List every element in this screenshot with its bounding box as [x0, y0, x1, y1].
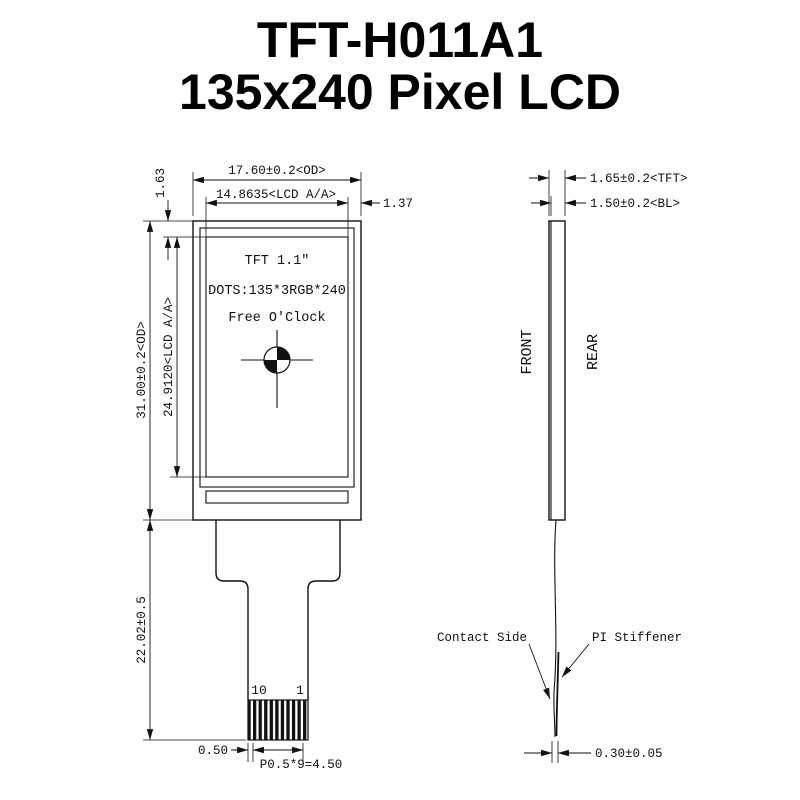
screen-dots-label: DOTS:135*3RGB*240 [208, 284, 346, 299]
dim-bl-thickness-label: 1.50±0.2<BL> [590, 197, 680, 211]
page-subtitle: 135x240 Pixel LCD [179, 64, 621, 120]
module-outline [192, 220, 362, 521]
screen-clock-label: Free O'Clock [228, 311, 325, 326]
rear-side-label: REAR [585, 334, 602, 370]
active-area [205, 236, 349, 478]
front-dimension-lines [143, 172, 380, 762]
ic-strip [205, 490, 349, 504]
pin-10-label: 10 [251, 683, 267, 698]
page-title: TFT-H011A1 [257, 12, 543, 68]
side-dimension-lines [524, 170, 591, 763]
contact-side-label: Contact Side [437, 631, 527, 645]
pin-1-label: 1 [296, 683, 304, 698]
display-bezel [199, 227, 355, 488]
dim-fpc-thickness-label: 0.30±0.05 [595, 747, 663, 761]
dim-top-margin-label: 1.63 [154, 168, 168, 198]
side-panel-outline [548, 220, 566, 521]
dim-od-height-label: 31.00±0.2<OD> [135, 321, 149, 419]
dim-tft-thickness-label: 1.65±0.2<TFT> [590, 172, 688, 186]
pin-block [247, 699, 309, 741]
pi-stiffener-label: PI Stiffener [592, 631, 682, 645]
front-side-label: FRONT [519, 329, 536, 374]
side-fpc-line [553, 519, 557, 738]
pi-stiffener-line [555, 651, 560, 737]
fpc-tail [215, 520, 341, 700]
dim-right-margin-label: 1.37 [383, 197, 413, 211]
dim-od-width-label: 17.60±0.2<OD> [228, 164, 326, 178]
dim-fpc-length-label: 22.02±0.5 [135, 596, 149, 664]
screen-size-label: TFT 1.1″ [245, 254, 310, 269]
dim-pin-pitch-label: P0.5*9=4.50 [260, 758, 343, 772]
viewing-direction-symbol [241, 330, 313, 408]
dim-pin-offset-label: 0.50 [198, 744, 228, 758]
front-view: 10 1 TFT 1.1″ DOTS:135*3RGB*240 Free O'C… [135, 164, 413, 772]
dim-aa-width-label: 14.8635<LCD A/A> [216, 188, 336, 202]
side-view: 1.65±0.2<TFT> 1.50±0.2<BL> FRONT REAR Co… [437, 170, 688, 763]
dim-aa-height-label: 24.9120<LCD A/A> [162, 297, 176, 417]
